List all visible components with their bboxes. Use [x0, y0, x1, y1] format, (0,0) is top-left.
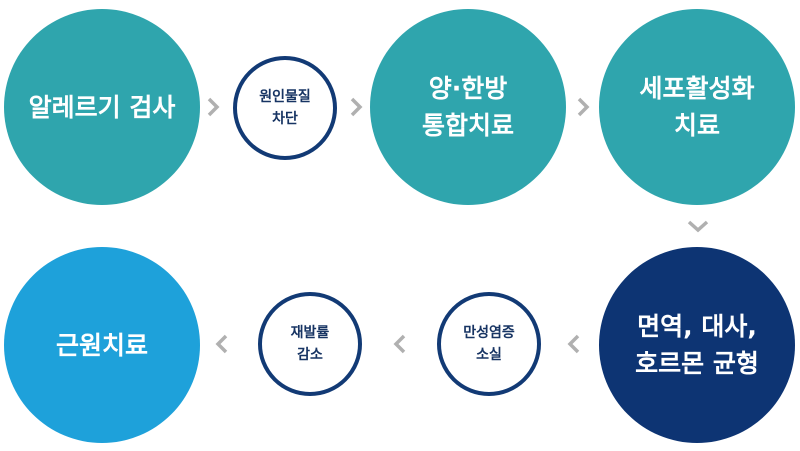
- step-root-treatment: 근원치료: [4, 247, 200, 443]
- step-root-treatment-label: 근원치료: [55, 330, 148, 360]
- step-immune-balance-label: 면역, 대사, 호르몬 균형: [635, 312, 759, 378]
- step-block-cause: 원인물질 차단: [233, 56, 337, 160]
- step-allergy-test-label: 알레르기 검사: [28, 92, 176, 122]
- step-relapse-reduction: 재발률 감소: [258, 292, 362, 396]
- step-block-cause-label: 원인물질 차단: [259, 89, 311, 127]
- step-inflammation-loss: 만성염증 소실: [437, 292, 541, 396]
- step-inflammation-loss-label: 만성염증 소실: [463, 325, 515, 363]
- step-integrated-treatment: 양·한방 통합치료: [370, 9, 566, 205]
- chevron-right-icon: [207, 97, 220, 117]
- step-relapse-reduction-label: 재발률 감소: [290, 325, 330, 363]
- chevron-right-icon: [577, 97, 590, 117]
- step-cell-activation-label: 세포활성화 치료: [639, 74, 755, 140]
- chevron-right-icon: [350, 97, 363, 117]
- step-cell-activation: 세포활성화 치료: [599, 9, 795, 205]
- chevron-down-icon: [687, 220, 709, 233]
- step-allergy-test: 알레르기 검사: [4, 9, 200, 205]
- step-immune-balance: 면역, 대사, 호르몬 균형: [599, 247, 795, 443]
- chevron-left-icon: [393, 334, 406, 354]
- chevron-left-icon: [215, 334, 228, 354]
- step-integrated-treatment-label: 양·한방 통합치료: [421, 74, 514, 140]
- chevron-left-icon: [567, 334, 580, 354]
